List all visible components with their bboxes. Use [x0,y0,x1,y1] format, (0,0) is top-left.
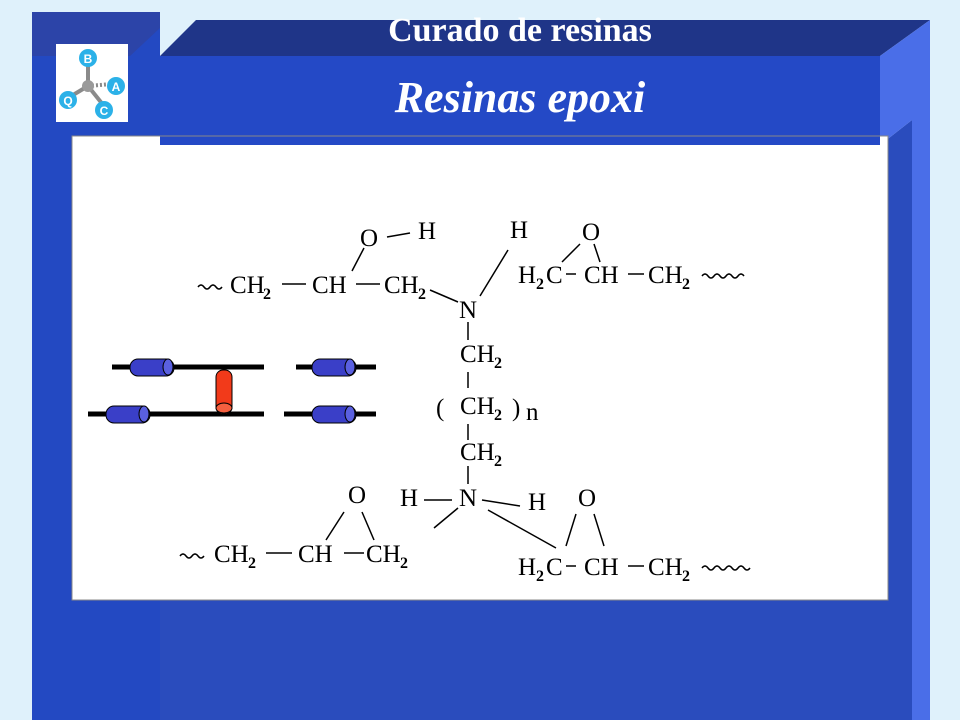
atom-h: H [518,554,536,581]
atom-c: CH [584,262,619,289]
atom-o: O [582,219,600,246]
subscript: 2 [494,453,502,470]
logo-letter-q: Q [63,94,72,108]
subscript: 2 [400,555,408,572]
bond [479,249,509,297]
bond [565,513,577,547]
subscript: 2 [494,355,502,372]
crosslink-schematic [88,358,376,424]
bond [561,243,581,263]
subscript: 2 [418,286,426,303]
subscript: 2 [682,276,690,293]
subscript: 2 [263,286,271,303]
paren-left: ( [436,395,444,422]
content-area [72,136,888,600]
blue-cylinder [129,358,175,377]
logo-letter-c: C [100,104,109,118]
atom-n: N [459,485,477,512]
logo-letter-b: B [84,52,93,66]
atom-o: O [360,225,378,252]
chemical-structure: CH 2 CH CH 2 O H N H H 2 C CH CH [179,217,751,585]
atom-c: CH [384,272,419,299]
atom-c: CH [460,393,495,420]
repeat-n: n [526,399,539,426]
paren-right: ) [512,395,520,422]
banner-top-face [160,20,930,56]
wavy-bond [701,273,745,279]
subscript: 2 [536,568,544,585]
logo-letter-a: A [112,80,121,94]
atom-c: CH [366,541,401,568]
atom-c: C [546,262,563,289]
atom-c: CH [460,439,495,466]
slide-subtitle: Curado de resinas [388,12,652,49]
blue-cylinder [105,405,151,424]
bond [481,499,521,507]
red-cylinder [215,369,233,415]
atom-c: CH [214,541,249,568]
atom-h: H [400,485,418,512]
subscript: 2 [536,276,544,293]
wavy-bond [701,565,751,571]
wavy-bond [179,553,205,559]
atom-c: CH [230,272,265,299]
content-border [71,135,889,601]
subscript: 2 [494,407,502,424]
atom-c: CH [648,554,683,581]
atom-h: H [518,262,536,289]
slide-title: Resinas epoxi [394,73,646,122]
atom-c: CH [312,272,347,299]
bond [433,507,459,529]
atom-c: CH [298,541,333,568]
subscript: 2 [682,568,690,585]
wavy-bond [197,284,223,290]
bond [351,247,365,272]
atom-h: H [418,218,436,245]
bond [361,511,375,541]
banner-side-face [880,20,930,720]
atom-c: CH [460,341,495,368]
bond [487,509,557,549]
atom-h: H [528,489,546,516]
subscript: 2 [248,555,256,572]
bond [325,511,345,541]
atom-c: C [546,554,563,581]
atom-c: CH [584,554,619,581]
bond [429,289,459,303]
blue-cylinder [311,405,357,424]
atom-o: O [348,482,366,509]
logo-icon: B A C Q [56,44,128,122]
bond [386,232,411,238]
atom-c: CH [648,262,683,289]
blue-cylinder [311,358,357,377]
atom-o: O [578,485,596,512]
title-banner [160,56,880,145]
atom-h: H [510,217,528,244]
bond [593,513,605,547]
bond [593,243,601,263]
atom-n: N [459,297,477,324]
